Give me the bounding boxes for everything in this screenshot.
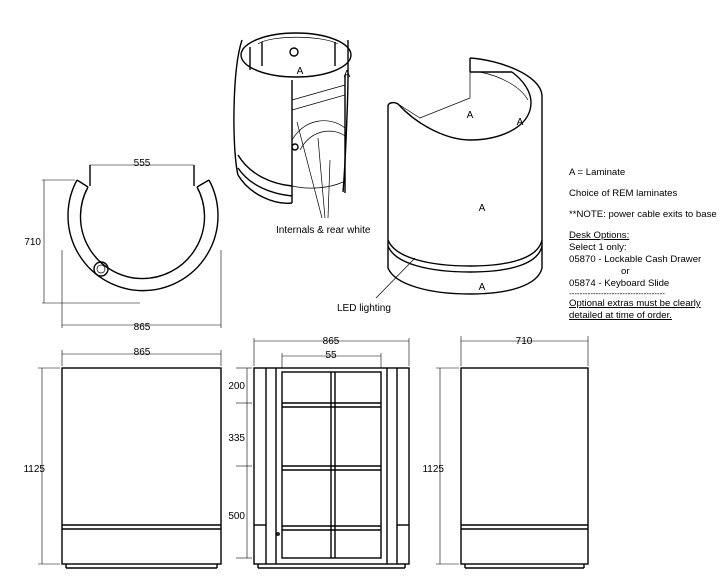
- rear-view: 865 55 200 335 500: [228, 336, 410, 569]
- iso-large-label-edge: A: [517, 117, 524, 128]
- note-optional-line2: detailed at time of order.: [569, 310, 672, 321]
- iso-small-label-edge: A: [344, 69, 351, 80]
- front-height-dim: 1125: [23, 464, 45, 475]
- note-or: or: [621, 266, 630, 277]
- rear-dim-335: 335: [228, 433, 245, 444]
- iso-large-label-top: A: [467, 110, 474, 121]
- iso-large-label-base: A: [479, 282, 486, 293]
- iso-small-view: A A Internals & rear white: [233, 32, 371, 236]
- side-height-dim: 1125: [422, 464, 444, 475]
- iso-large-label-front: A: [479, 203, 486, 214]
- plan-view: 555 710 865: [24, 158, 222, 333]
- rear-dim-200: 200: [228, 381, 245, 392]
- note-optional-line1: Optional extras must be clearly: [569, 298, 701, 309]
- plan-side-dim: 710: [24, 237, 41, 248]
- notes-panel: A = Laminate Choice of REM laminates **N…: [569, 167, 719, 322]
- rear-width-dim: 865: [323, 336, 340, 347]
- front-width-dim: 865: [134, 347, 151, 358]
- plan-top-dim: 555: [134, 158, 151, 169]
- option-keyboard-slide: 05874 - Keyboard Slide: [569, 278, 670, 289]
- iso-large-view: A A A A LED lighting: [337, 57, 543, 314]
- rear-inner-dim: 55: [325, 350, 337, 361]
- note-power: **NOTE: power cable exits to base: [569, 209, 717, 220]
- iso-small-callout: Internals & rear white: [276, 225, 371, 236]
- front-view: 865 1125: [23, 347, 222, 569]
- note-laminate: A = Laminate: [569, 167, 626, 178]
- note-choice: Choice of REM laminates: [569, 188, 678, 199]
- desk-options-title: Desk Options:: [569, 230, 630, 241]
- side-width-dim: 710: [516, 336, 533, 347]
- option-cash-drawer: 05870 - Lockable Cash Drawer: [569, 254, 702, 265]
- rear-dim-500: 500: [228, 511, 245, 522]
- note-select: Select 1 only:: [569, 242, 627, 253]
- note-rule: ------------------------------------: [569, 290, 665, 298]
- iso-large-callout: LED lighting: [337, 303, 391, 314]
- iso-small-label-top: A: [297, 66, 304, 77]
- plan-bottom-dim: 865: [134, 322, 151, 333]
- side-view: 710 1125: [422, 336, 589, 569]
